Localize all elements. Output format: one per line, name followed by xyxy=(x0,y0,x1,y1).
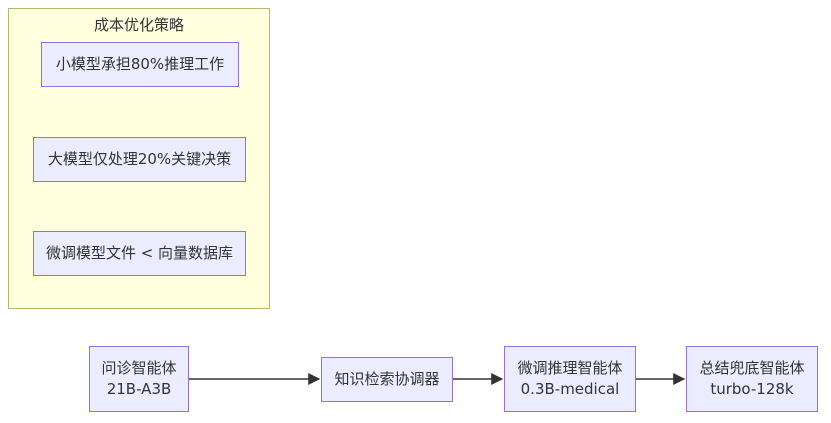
node-label-primary: 微调推理智能体 xyxy=(517,359,623,377)
node-finetune-vs-vector-db[interactable]: 微调模型文件 < 向量数据库 xyxy=(33,231,246,276)
node-summary-fallback-agent[interactable]: 总结兜底智能体 turbo-128k xyxy=(686,346,818,412)
cluster-title: 成本优化策略 xyxy=(93,16,184,34)
node-label-model: turbo-128k xyxy=(710,380,794,398)
node-label-primary: 知识检索协调器 xyxy=(334,370,440,388)
node-label: 大模型仅处理20%关键决策 xyxy=(47,150,232,168)
node-retrieval-coordinator[interactable]: 知识检索协调器 xyxy=(321,357,453,402)
node-label-model: 21B-A3B xyxy=(106,380,172,398)
node-label-primary: 总结兜底智能体 xyxy=(699,359,805,377)
node-large-model[interactable]: 大模型仅处理20%关键决策 xyxy=(33,137,246,182)
node-label-primary: 问诊智能体 xyxy=(101,359,177,377)
node-finetune-reasoning-agent[interactable]: 微调推理智能体 0.3B-medical xyxy=(504,346,636,412)
node-label-model: 0.3B-medical xyxy=(520,380,620,398)
node-label: 微调模型文件 < 向量数据库 xyxy=(45,244,234,262)
node-small-model[interactable]: 小模型承担80%推理工作 xyxy=(41,42,239,87)
node-consultation-agent[interactable]: 问诊智能体 21B-A3B xyxy=(89,346,189,412)
node-label: 小模型承担80%推理工作 xyxy=(55,55,225,73)
